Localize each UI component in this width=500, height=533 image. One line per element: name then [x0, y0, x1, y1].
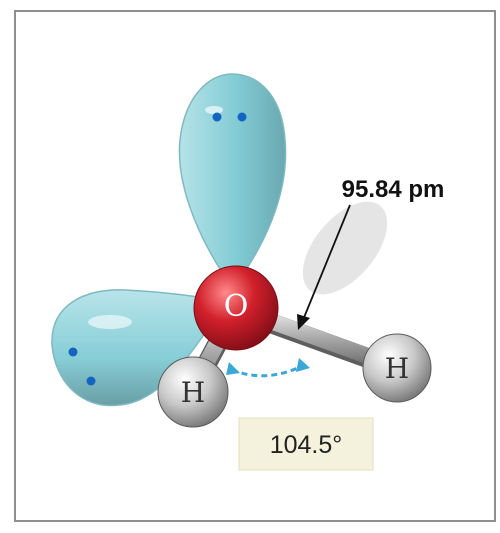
oxygen-label: O — [224, 289, 249, 324]
top-lone-pair-electron-2 — [237, 112, 247, 122]
left-lone-pair-electron-1 — [68, 347, 78, 357]
bond-length-label: 95.84 pm — [342, 176, 445, 203]
bond-angle-label: 104.5° — [270, 431, 343, 459]
hydrogen-atom-left: H — [157, 356, 229, 428]
back-lone-pair-shadow — [302, 201, 388, 295]
hydrogen-right-label: H — [385, 352, 409, 385]
top-lobe-highlight — [205, 106, 223, 114]
left-lobe-highlight — [88, 315, 132, 329]
bond-angle-label-box: 104.5° — [238, 417, 374, 471]
left-lone-pair-electron-2 — [86, 376, 96, 386]
top-lone-pair-lobe — [178, 73, 287, 290]
oxygen-atom: O — [193, 265, 279, 351]
hydrogen-left-label: H — [181, 376, 205, 409]
bond-angle-arc — [226, 358, 310, 378]
bond-length-arrow — [297, 204, 351, 330]
top-lone-pair-electron-1 — [212, 112, 222, 122]
hydrogen-atom-right: H — [362, 333, 432, 403]
